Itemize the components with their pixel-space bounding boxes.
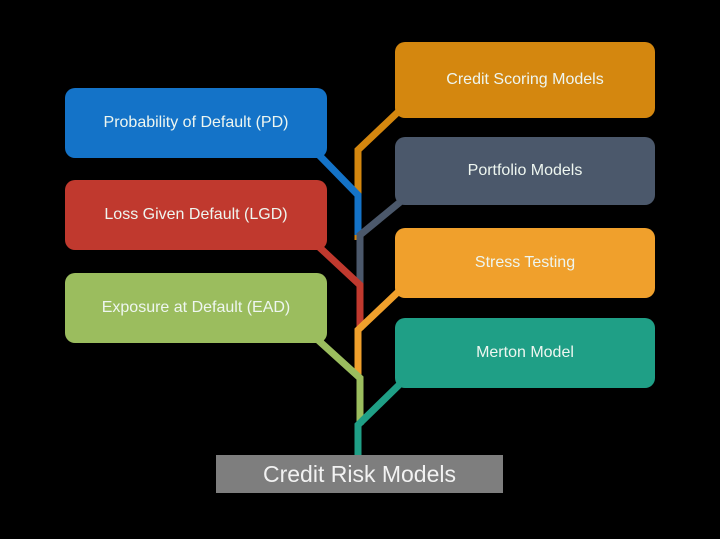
node-label: Exposure at Default (EAD) (101, 299, 291, 316)
node-probability-of-default: Probability of Default (PD) (65, 88, 327, 158)
node-loss-given-default: Loss Given Default (LGD) (65, 180, 327, 250)
node-stress-testing: Stress Testing (395, 228, 655, 298)
node-label: Portfolio Models (467, 162, 583, 179)
connector-portfolio (356, 195, 408, 285)
node-merton-model: Merton Model (395, 318, 655, 388)
connector-stress (354, 289, 401, 375)
node-label: Merton Model (476, 344, 574, 361)
node-credit-scoring-models: Credit Scoring Models (395, 42, 655, 118)
node-exposure-at-default: Exposure at Default (EAD) (65, 273, 327, 343)
node-label: Loss Given Default (LGD) (104, 206, 288, 223)
node-label: Probability of Default (PD) (103, 114, 289, 131)
connector-merton (354, 381, 403, 456)
connector-ead (315, 337, 364, 425)
root-node-credit-risk-models: Credit Risk Models (216, 455, 503, 493)
connector-lgd (315, 243, 364, 330)
node-portfolio-models: Portfolio Models (395, 137, 655, 205)
root-label: Credit Risk Models (263, 460, 456, 487)
node-label: Credit Scoring Models (446, 71, 604, 88)
node-label: Stress Testing (474, 254, 576, 271)
connector-pd (315, 151, 362, 235)
